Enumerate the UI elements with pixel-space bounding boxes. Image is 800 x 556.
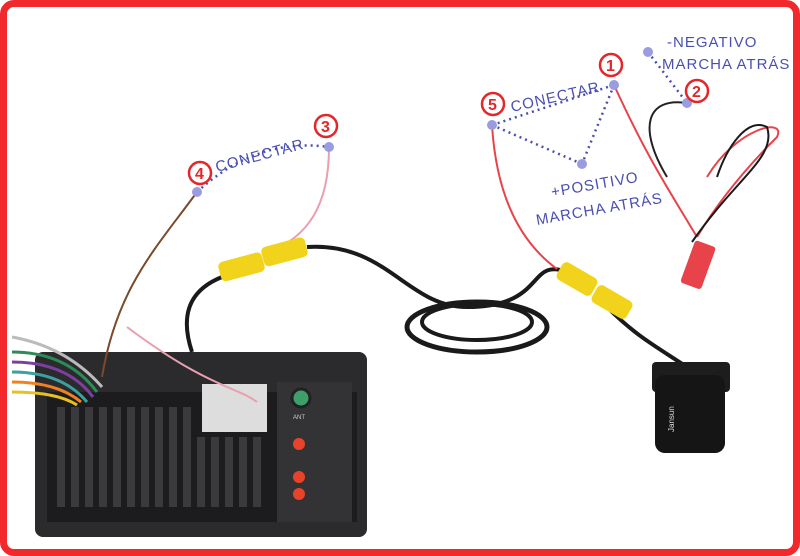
connect-label-left: CONECTAR bbox=[214, 136, 306, 176]
wiring-diagram: ANT Jansun bbox=[11, 34, 790, 537]
marker-2: 2 bbox=[684, 78, 710, 104]
negative-label-2: MARCHA ATRÁS bbox=[662, 56, 790, 73]
svg-text:1: 1 bbox=[606, 58, 615, 75]
negative-label-1: -NEGATIVO bbox=[667, 34, 757, 51]
rca-port bbox=[293, 438, 305, 450]
camera: Jansun bbox=[652, 362, 730, 453]
black-wire-2 bbox=[648, 101, 688, 178]
marker-5: 5 bbox=[480, 91, 506, 117]
rca-port bbox=[293, 471, 305, 483]
ant-label: ANT bbox=[293, 415, 305, 421]
svg-text:4: 4 bbox=[195, 166, 204, 183]
cable-coil bbox=[404, 299, 550, 355]
marker-1: 1 bbox=[598, 52, 624, 78]
brown-wire bbox=[101, 191, 198, 378]
head-unit: ANT bbox=[35, 352, 367, 537]
marker-3: 3 bbox=[313, 113, 339, 139]
red-wire-5 bbox=[491, 124, 558, 270]
connection-dots bbox=[192, 47, 692, 197]
power-plug bbox=[680, 240, 716, 289]
connect-label-right: CONECTAR bbox=[509, 79, 602, 116]
camera-brand: Jansun bbox=[667, 406, 676, 432]
red-wire-1 bbox=[613, 84, 698, 238]
antenna-port bbox=[290, 387, 312, 409]
marker-4: 4 bbox=[187, 160, 213, 186]
rca-port bbox=[293, 488, 305, 500]
svg-text:5: 5 bbox=[488, 97, 497, 114]
power-cable-coil bbox=[691, 124, 780, 243]
svg-text:3: 3 bbox=[321, 119, 330, 136]
connection-lines bbox=[196, 51, 688, 193]
svg-text:2: 2 bbox=[692, 84, 701, 101]
connector-block bbox=[202, 384, 267, 432]
rca-connector-right bbox=[556, 262, 633, 319]
harness-wires bbox=[11, 335, 104, 407]
rca-connector-left bbox=[218, 237, 308, 282]
